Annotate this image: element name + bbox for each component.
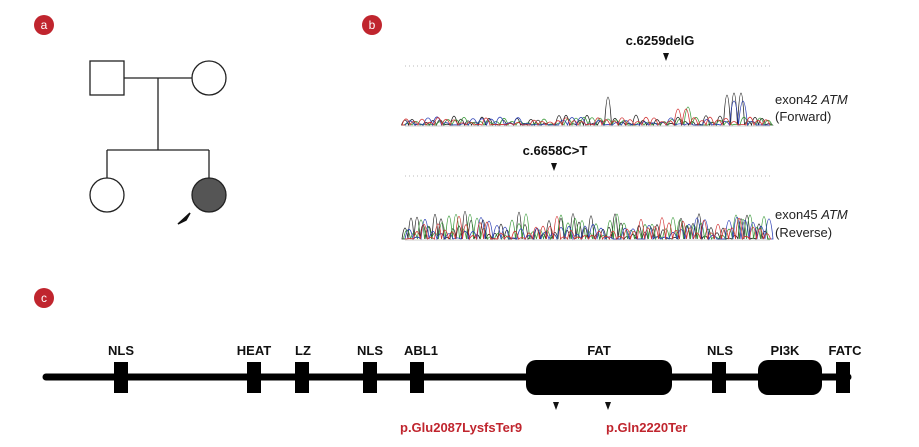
father-square bbox=[89, 60, 125, 96]
domain-pi3k bbox=[758, 360, 822, 395]
mother-circle bbox=[191, 60, 227, 96]
domain-fatc bbox=[836, 362, 850, 393]
mutation-arrow-1-icon bbox=[553, 402, 559, 410]
domain-fat bbox=[526, 360, 672, 395]
domain-label-fat: FAT bbox=[587, 343, 611, 358]
chromatogram-forward bbox=[400, 65, 774, 127]
exon-label-reverse: exon45 ATM bbox=[775, 207, 848, 222]
variant-arrow-forward-icon bbox=[663, 53, 669, 61]
domain-label-nls-1: NLS bbox=[108, 343, 134, 358]
direction-label-reverse: (Reverse) bbox=[775, 225, 832, 240]
mutation-label-2: p.Gln2220Ter bbox=[606, 420, 687, 435]
variant-label-forward: c.6259delG bbox=[626, 33, 695, 48]
domain-label-lz: LZ bbox=[295, 343, 311, 358]
domain-label-abl1: ABL1 bbox=[404, 343, 438, 358]
domain-label-nls-3: NLS bbox=[707, 343, 733, 358]
mutation-label-1: p.Glu2087LysfsTer9 bbox=[400, 420, 522, 435]
domain-nls-3 bbox=[712, 362, 726, 393]
direction-label-forward: (Forward) bbox=[775, 109, 831, 124]
chromatogram-reverse bbox=[401, 175, 774, 241]
affected-proband-circle bbox=[191, 177, 227, 213]
domain-heat bbox=[247, 362, 261, 393]
domain-label-pi3k: PI3K bbox=[771, 343, 801, 358]
variant-label-reverse: c.6658C>T bbox=[523, 143, 588, 158]
domain-abl1 bbox=[410, 362, 424, 393]
exon-label-forward: exon42 ATM bbox=[775, 92, 848, 107]
protein-domain-map bbox=[42, 360, 852, 395]
panel-label-c: c bbox=[34, 288, 54, 308]
panel-label-b: b bbox=[362, 15, 382, 35]
domain-nls-2 bbox=[363, 362, 377, 393]
unaffected-daughter-circle bbox=[89, 177, 125, 213]
domain-label-nls-2: NLS bbox=[357, 343, 383, 358]
variant-arrow-reverse-icon bbox=[551, 163, 557, 171]
panel-label-a: a bbox=[34, 15, 54, 35]
domain-label-heat: HEAT bbox=[237, 343, 271, 358]
mutation-arrow-2-icon bbox=[605, 402, 611, 410]
pedigree bbox=[89, 60, 227, 213]
proband-arrow-icon bbox=[177, 212, 191, 225]
domain-lz bbox=[295, 362, 309, 393]
domain-nls-1 bbox=[114, 362, 128, 393]
domain-label-fatc: FATC bbox=[829, 343, 863, 358]
